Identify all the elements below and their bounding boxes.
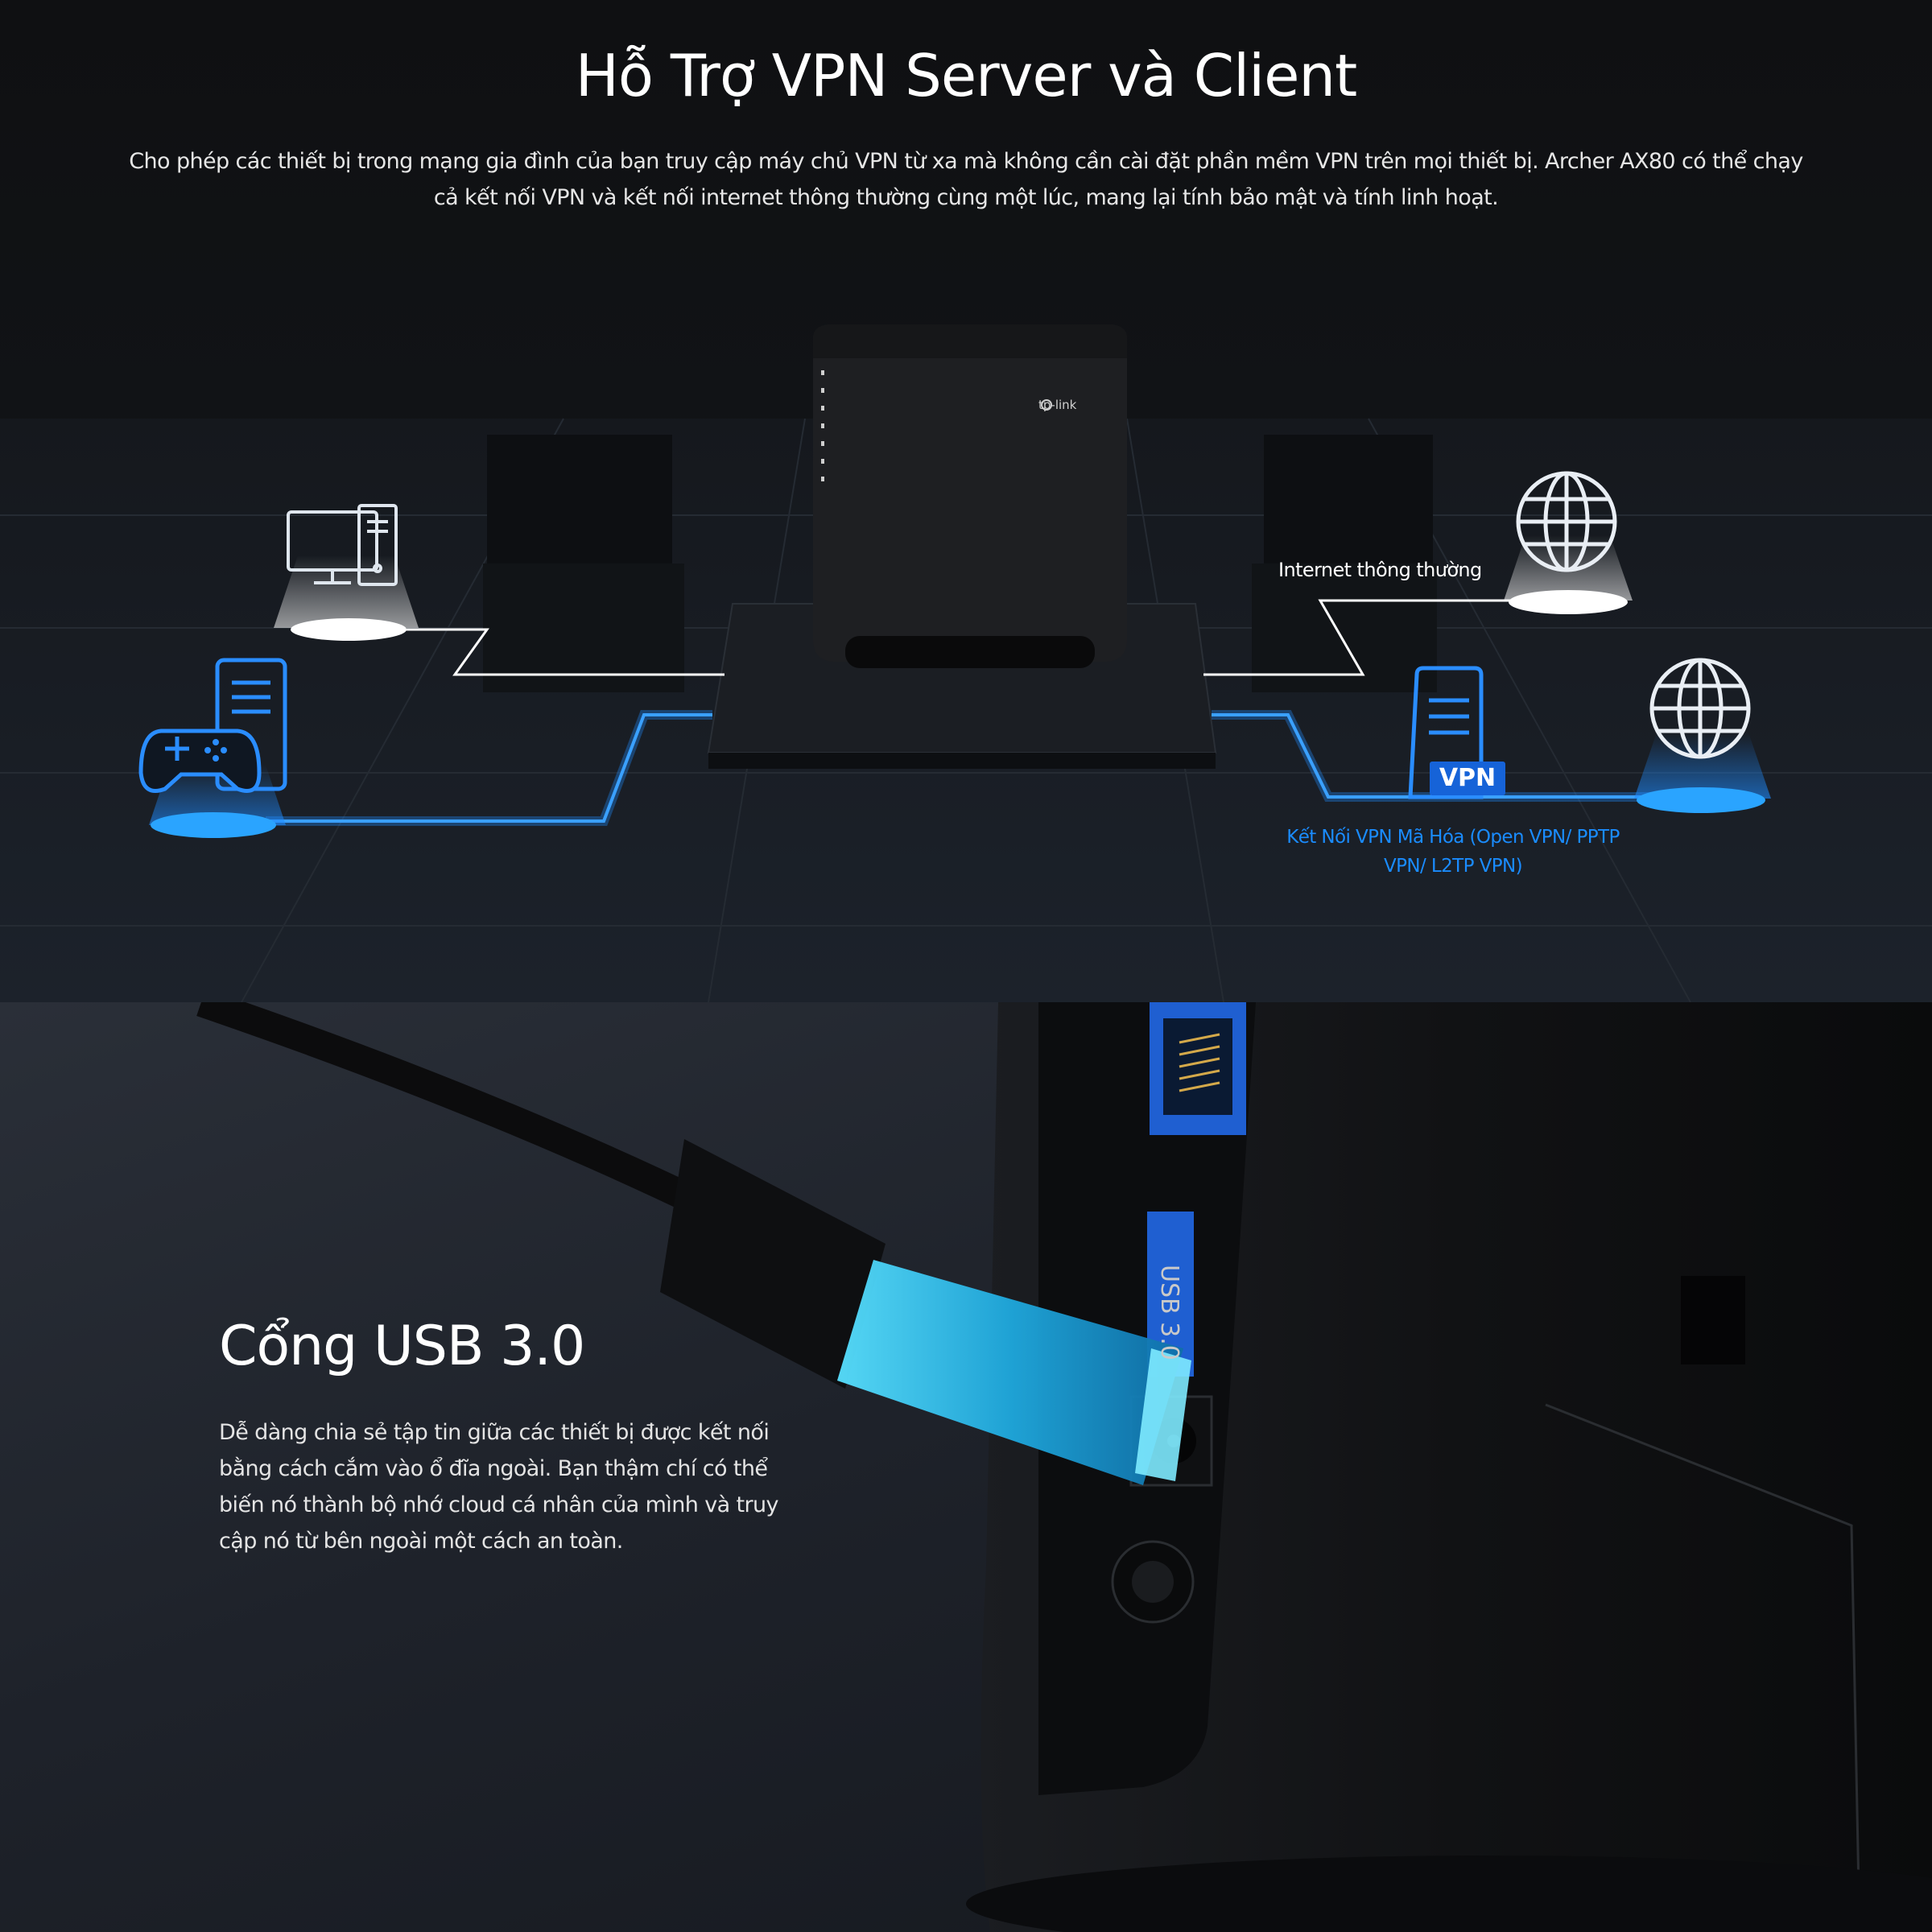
desktop-computer-icon — [274, 504, 419, 641]
router-brand-logo: tp-link — [1038, 398, 1077, 412]
page-title: Hỗ Trợ VPN Server và Client — [575, 42, 1358, 109]
globe-icon — [1634, 658, 1771, 813]
vpn-server-icon — [1408, 666, 1484, 799]
router-usb-illustration — [196, 1002, 1932, 1932]
globe-icon — [1504, 471, 1633, 614]
usb-title: Cổng USB 3.0 — [219, 1315, 585, 1378]
vpn-section: Hỗ Trợ VPN Server và Client Cho phép các… — [0, 0, 1932, 1002]
vpn-connection-label: Kết Nối VPN Mã Hóa (Open VPN/ PPTP VPN/ … — [1286, 827, 1620, 877]
vpn-badge: VPN — [1430, 762, 1505, 795]
usb-port-label: USB 3.0 — [1155, 1265, 1183, 1360]
floor-background — [0, 324, 1932, 1002]
usb-section: USB 3.0 Cổng USB 3.0 Dễ dàng chia sẻ tập… — [0, 1002, 1932, 1932]
vpn-diagram — [138, 471, 1771, 838]
gaming-console-icon — [138, 658, 287, 838]
internet-label: Internet thông thường — [1278, 559, 1482, 581]
vpn-description: Cho phép các thiết bị trong mạng gia đìn… — [129, 149, 1803, 210]
usb-description: Dễ dàng chia sẻ tập tin giữa các thiết b… — [219, 1420, 779, 1554]
